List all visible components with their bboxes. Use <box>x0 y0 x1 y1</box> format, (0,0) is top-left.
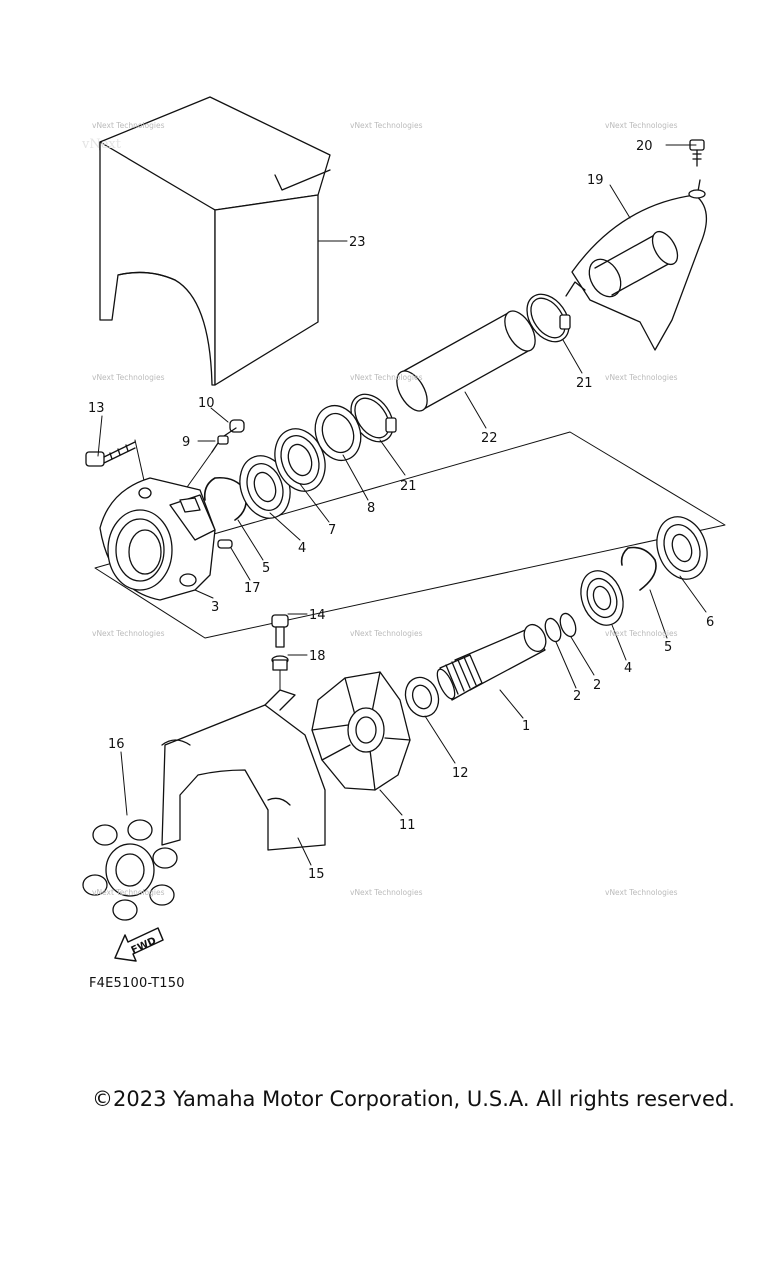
callout-5-right: 5 <box>664 640 672 655</box>
part-17-pin <box>217 539 233 549</box>
callout-22: 22 <box>481 431 498 446</box>
part-13-bolt <box>85 439 146 486</box>
callouts: 20 19 23 21 22 21 8 7 4 5 17 3 13 10 9 1… <box>88 139 714 882</box>
callout-17: 17 <box>244 581 261 596</box>
fwd-arrow-icon <box>114 927 164 962</box>
part-3-housing <box>99 477 216 601</box>
exploded-parts-diagram: vNext vNext Technologies vNext Technolog… <box>81 96 726 962</box>
callout-7: 7 <box>328 523 336 538</box>
callout-18: 18 <box>309 649 326 664</box>
part-15-liner <box>161 689 326 851</box>
svg-text:vNext Technologies: vNext Technologies <box>350 888 423 897</box>
copyright-notice: ©2023 Yamaha Motor Corporation, U.S.A. A… <box>92 1087 735 1111</box>
leader-lines <box>97 144 707 866</box>
part-21-clamp-lower <box>350 393 397 443</box>
part-2-o-ring-b <box>544 617 562 643</box>
part-9-grease-nipple <box>184 427 237 491</box>
callout-14: 14 <box>309 608 326 623</box>
part-14-bolt <box>271 614 289 648</box>
callout-11: 11 <box>399 818 416 833</box>
part-1-drive-shaft <box>436 623 547 701</box>
part-5-circlip-right <box>620 546 657 591</box>
callout-19: 19 <box>587 173 604 188</box>
callout-4-right: 4 <box>624 661 632 676</box>
part-5-circlip-left <box>203 476 248 521</box>
callout-2-b: 2 <box>573 689 581 704</box>
part-23-cover <box>99 96 331 386</box>
svg-text:vNext Technologies: vNext Technologies <box>605 629 678 638</box>
callout-8: 8 <box>367 501 375 516</box>
part-4-bearing-right <box>580 570 624 626</box>
callout-4-left: 4 <box>298 541 306 556</box>
callout-20: 20 <box>636 139 653 154</box>
part-20-bolt <box>689 139 705 167</box>
callout-16: 16 <box>108 737 125 752</box>
callout-15: 15 <box>308 867 325 882</box>
diagram-code: F4E5100-T150 <box>89 976 185 991</box>
callout-3: 3 <box>211 600 219 615</box>
svg-text:vNext: vNext <box>81 137 122 152</box>
svg-text:vNext Technologies: vNext Technologies <box>605 121 678 130</box>
svg-text:vNext Technologies: vNext Technologies <box>92 373 165 382</box>
svg-text:vNext Technologies: vNext Technologies <box>605 888 678 897</box>
callout-2-a: 2 <box>593 678 601 693</box>
svg-text:vNext Technologies: vNext Technologies <box>92 629 165 638</box>
part-7-oil-seal <box>274 428 326 492</box>
callout-13: 13 <box>88 401 105 416</box>
callout-12: 12 <box>452 766 469 781</box>
svg-text:vNext Technologies: vNext Technologies <box>350 373 423 382</box>
callout-1: 1 <box>522 719 530 734</box>
housing-frame <box>94 431 726 639</box>
part-18-collar <box>271 655 289 691</box>
svg-text:vNext Technologies: vNext Technologies <box>605 373 678 382</box>
callout-21-lower: 21 <box>400 479 417 494</box>
callout-23: 23 <box>349 235 366 250</box>
callout-9: 9 <box>182 435 190 450</box>
callout-6: 6 <box>706 615 714 630</box>
svg-text:vNext Technologies: vNext Technologies <box>350 629 423 638</box>
callout-5-left: 5 <box>262 561 270 576</box>
part-6-bearing-right <box>656 516 708 580</box>
callout-21-upper: 21 <box>576 376 593 391</box>
svg-text:vNext Technologies: vNext Technologies <box>92 121 165 130</box>
watermarks: vNext vNext Technologies vNext Technolog… <box>81 121 678 897</box>
part-2-o-ring-a <box>559 612 577 638</box>
part-8-oil-seal <box>314 404 362 462</box>
callout-10: 10 <box>198 396 215 411</box>
part-16-damper <box>82 819 178 921</box>
part-12-spacer <box>404 676 440 718</box>
part-19-nozzle <box>565 179 707 351</box>
part-4-bearing-left <box>239 455 291 519</box>
part-11-impeller <box>311 671 411 791</box>
part-21-clamp-upper <box>526 293 571 343</box>
svg-text:vNext Technologies: vNext Technologies <box>350 121 423 130</box>
part-22-hose <box>396 310 536 412</box>
svg-text:vNext Technologies: vNext Technologies <box>92 888 165 897</box>
